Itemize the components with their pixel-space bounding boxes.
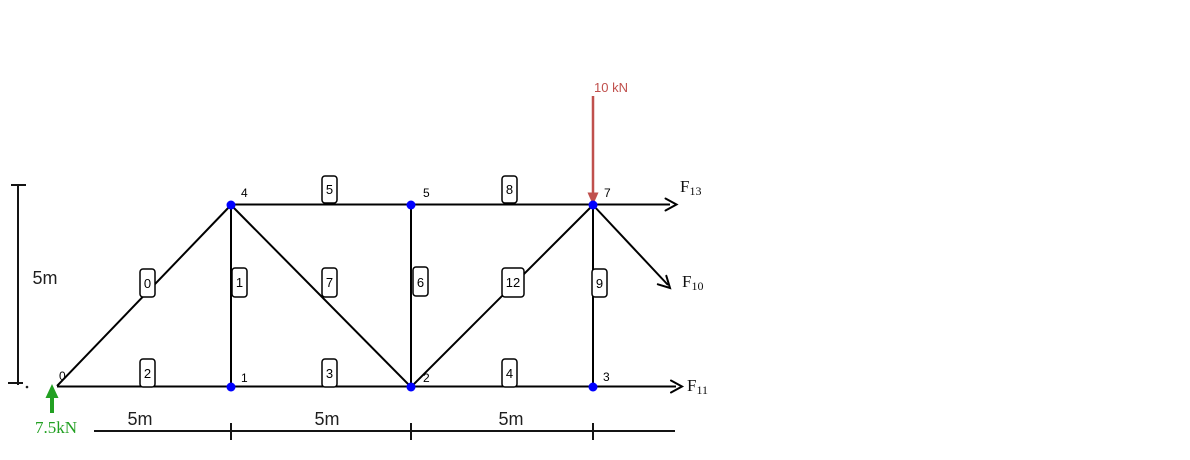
truss-nodes	[226, 200, 598, 392]
member-8-box	[501, 175, 518, 204]
member-7-label: 7	[326, 275, 333, 290]
horizontal-dim-label-3: 5m	[498, 409, 523, 429]
node-labels: 0 1 2 3 4 5 7	[59, 186, 611, 385]
vertical-dim-dot	[25, 385, 29, 389]
node-3-dot	[588, 382, 598, 392]
applied-load: 10 kN	[587, 80, 628, 205]
node-1-label: 1	[241, 371, 248, 385]
member-6-label: 6	[417, 275, 424, 290]
member-12-label: 12	[506, 275, 520, 290]
node-4-dot	[226, 200, 236, 210]
member-4-box	[501, 358, 518, 388]
member-9-label: 9	[596, 276, 603, 291]
node-5-dot	[406, 200, 416, 210]
load-arrowhead-icon	[587, 192, 599, 205]
f10-force-line	[592, 204, 669, 286]
f10-arrowhead-icon	[656, 274, 672, 290]
node-7-label: 7	[604, 186, 611, 200]
node-5-label: 5	[423, 186, 430, 200]
f13-arrowhead-icon	[664, 197, 679, 212]
dimension-vertical: 5m	[8, 184, 58, 389]
member-labels: 0 1 2 3 4 5 6 7 8 9 12	[139, 175, 608, 388]
reaction-arrowhead-icon	[45, 384, 59, 398]
member-2-label: 2	[144, 366, 151, 381]
member-3-box	[321, 358, 338, 388]
node-4-label: 4	[241, 186, 248, 200]
truss-members	[56, 203, 676, 388]
member-5-label: 5	[326, 182, 333, 197]
node-1-dot	[226, 382, 236, 392]
horizontal-dim-label-2: 5m	[314, 409, 339, 429]
member-8-label: 8	[506, 182, 513, 197]
member-5-box	[321, 175, 338, 204]
f10-label: F10	[682, 272, 703, 293]
vertical-dim-label: 5m	[32, 268, 57, 288]
member-6-box	[412, 266, 429, 297]
member-4-label: 4	[506, 366, 513, 381]
node-0-label: 0	[59, 369, 66, 383]
member-0-label: 0	[144, 276, 151, 291]
f13-label: F13	[680, 177, 701, 198]
node-3-label: 3	[603, 370, 610, 384]
section-forces: F13 F10 F11	[592, 177, 708, 397]
reaction-label: 7.5kN	[35, 418, 77, 437]
member-7-box	[321, 267, 338, 298]
f11-label: F11	[687, 376, 708, 397]
member-3-label: 3	[326, 366, 333, 381]
member-9-box	[591, 268, 608, 298]
node-2-dot	[406, 382, 416, 392]
node-2-label: 2	[423, 371, 430, 385]
dimension-horizontal: 5m 5m 5m	[94, 409, 675, 440]
load-label: 10 kN	[594, 80, 628, 95]
member-1-label: 1	[236, 275, 243, 290]
horizontal-dim-label-1: 5m	[127, 409, 152, 429]
member-2-box	[139, 358, 156, 388]
node-7-dot	[588, 200, 598, 210]
f11-arrowhead-icon	[670, 379, 685, 394]
member-7-diagonal	[230, 204, 412, 388]
member-1-box	[231, 267, 248, 298]
member-12-box	[501, 267, 525, 298]
support-reaction: 7.5kN	[35, 384, 77, 437]
member-0-box	[139, 268, 156, 298]
